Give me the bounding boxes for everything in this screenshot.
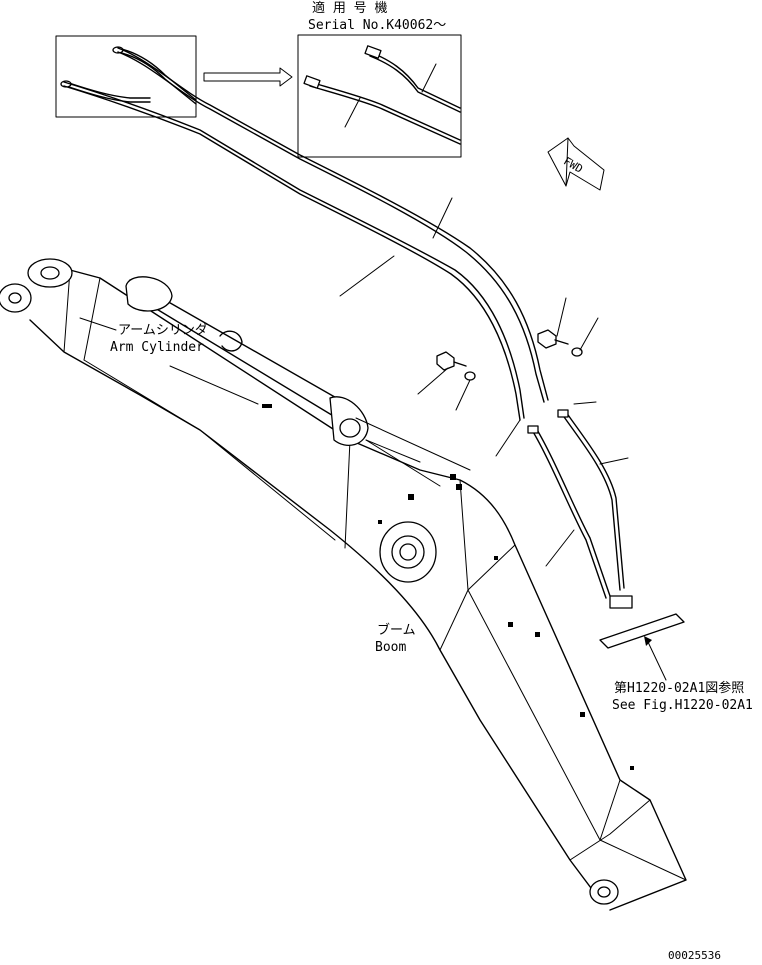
arm-cylinder — [125, 276, 471, 487]
serial-label-en: Serial No.K40062～ — [308, 18, 446, 33]
boom-label-en: Boom — [375, 640, 406, 655]
drawing-number: 00025536 — [668, 949, 721, 962]
bolt-upper — [537, 297, 599, 357]
joint-leader-a — [495, 419, 521, 457]
fig-reference-label-en: See Fig.H1220-02A1 — [612, 698, 753, 713]
boom-label-jp: ブーム — [377, 622, 416, 638]
short-tube-a — [527, 425, 611, 599]
clamp-bracket — [599, 595, 685, 681]
joint-leader-b — [573, 401, 597, 405]
arm-cylinder-leader-2 — [169, 365, 259, 405]
arm-cylinder-label-en: Arm Cylinder — [110, 340, 204, 355]
inset-before-box — [55, 35, 197, 118]
tube-2-leader — [432, 197, 453, 239]
bolt-lower — [417, 351, 476, 411]
arm-cylinder-label-jp: アームシリンダ — [118, 323, 208, 338]
inset-after-box — [297, 34, 462, 158]
fwd-direction-icon: FWD — [547, 137, 605, 191]
hydraulic-tube-1 — [63, 81, 525, 421]
short-tube-b — [557, 409, 629, 591]
arm-cylinder-leader — [79, 317, 117, 331]
boom — [0, 258, 687, 911]
fwd-label: FWD — [561, 155, 585, 176]
tube-1-leader — [339, 255, 395, 297]
fig-reference-label-jp: 第H1220-02A1図参照 — [614, 680, 744, 696]
serial-label-jp: 適 用 号 機 — [312, 0, 387, 16]
hydraulic-tube-2 — [117, 47, 549, 403]
transition-arrow — [203, 67, 293, 87]
